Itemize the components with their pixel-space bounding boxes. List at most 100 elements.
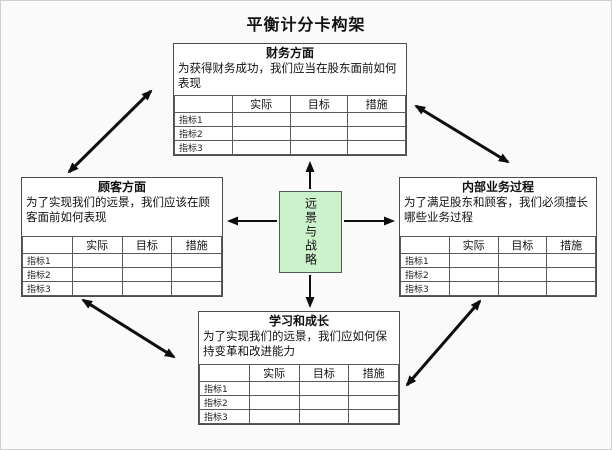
empty-cell — [71, 267, 123, 282]
table-row: 指标1 — [400, 253, 596, 268]
metric-label: 指标2 — [174, 126, 233, 141]
table-header-row: 实际 目标 措施 — [22, 236, 222, 254]
actual-column-header: 实际 — [71, 236, 123, 254]
learning-box-description: 为了实现我们的远景，我们应如何保持变革和改进能力 — [203, 329, 387, 358]
empty-cell — [121, 267, 173, 282]
empty-cell — [289, 126, 349, 141]
metric-label: 指标1 — [174, 112, 233, 127]
metric-label: 指标3 — [400, 281, 450, 296]
empty-cell — [546, 267, 596, 282]
empty-cell — [298, 381, 350, 396]
empty-cell — [298, 409, 350, 424]
empty-cell — [347, 140, 406, 155]
financial-perspective-box: 财务方面 为获得财务成功，我们应当在股东面前如何表现 实际 目标 措施 指标1 … — [173, 43, 407, 156]
measure-column-header: 措施 — [347, 95, 406, 113]
financial-box-description: 为获得财务成功，我们应当在股东面前如何表现 — [178, 61, 397, 90]
empty-cell — [171, 281, 222, 296]
empty-cell — [231, 140, 291, 155]
empty-cell — [347, 112, 406, 127]
table-header-row: 实际 目标 措施 — [174, 95, 406, 113]
table-row: 指标3 — [199, 409, 399, 424]
empty-cell — [289, 140, 349, 155]
table-header-row: 实际 目标 措施 — [199, 364, 399, 382]
learning-growth-box: 学习和成长 为了实现我们的远景，我们应如何保持变革和改进能力 实际 目标 措施 … — [198, 311, 400, 425]
empty-cell — [121, 253, 173, 268]
metric-label: 指标3 — [199, 409, 250, 424]
metric-label: 指标3 — [174, 140, 233, 155]
actual-column-header: 实际 — [248, 364, 300, 382]
metric-label: 指标1 — [22, 253, 73, 268]
empty-cell — [171, 267, 222, 282]
metric-label: 指标1 — [400, 253, 450, 268]
table-row: 指标2 — [22, 267, 222, 282]
empty-cell — [71, 281, 123, 296]
table-header-row: 实际 目标 措施 — [400, 236, 596, 254]
empty-cell — [348, 409, 399, 424]
empty-cell — [347, 126, 406, 141]
actual-column-header: 实际 — [448, 236, 499, 254]
metric-label: 指标2 — [22, 267, 73, 282]
arrow-internal-learning-icon — [405, 299, 482, 387]
table-row: 指标1 — [199, 381, 399, 396]
target-column-header: 目标 — [289, 95, 349, 113]
empty-cell — [448, 253, 499, 268]
empty-cell — [248, 409, 300, 424]
table-row: 指标2 — [174, 126, 406, 141]
vision-strategy-label: 远景与战略 — [303, 197, 318, 267]
learning-metrics-table: 实际 目标 措施 指标1 指标2 指标3 — [199, 364, 399, 424]
table-row: 指标3 — [174, 140, 406, 155]
metric-label: 指标1 — [199, 381, 250, 396]
metric-label: 指标2 — [400, 267, 450, 282]
arrow-financial-customer-icon — [67, 89, 153, 174]
target-column-header: 目标 — [121, 236, 173, 254]
customer-metrics-table: 实际 目标 措施 指标1 指标2 指标3 — [22, 236, 222, 296]
vision-strategy-box: 远景与战略 — [279, 191, 342, 273]
arrow-customer-learning-icon — [81, 298, 176, 359]
metric-column-header — [199, 364, 250, 382]
empty-cell — [497, 253, 548, 268]
empty-cell — [248, 395, 300, 410]
empty-cell — [71, 253, 123, 268]
empty-cell — [448, 281, 499, 296]
empty-cell — [231, 112, 291, 127]
empty-cell — [171, 253, 222, 268]
financial-box-title: 财务方面 — [265, 46, 314, 60]
empty-cell — [348, 381, 399, 396]
empty-cell — [497, 267, 548, 282]
customer-perspective-box: 顾客方面 为了实现我们的远景，我们应该在顾客面前如何表现 实际 目标 措施 指标… — [21, 177, 223, 297]
financial-metrics-table: 实际 目标 措施 指标1 指标2 指标3 — [174, 95, 406, 155]
empty-cell — [248, 381, 300, 396]
target-column-header: 目标 — [497, 236, 548, 254]
internal-box-description: 为了满足股东和顾客，我们必须擅长哪些业务过程 — [404, 195, 588, 224]
learning-box-title: 学习和成长 — [268, 314, 329, 328]
empty-cell — [497, 281, 548, 296]
metric-column-header — [400, 236, 450, 254]
empty-cell — [298, 395, 350, 410]
table-row: 指标1 — [22, 253, 222, 268]
measure-column-header: 措施 — [546, 236, 596, 254]
table-row: 指标2 — [400, 267, 596, 282]
empty-cell — [289, 112, 349, 127]
metric-column-header — [174, 95, 233, 113]
internal-box-title: 内部业务过程 — [461, 180, 534, 194]
table-row: 指标3 — [400, 281, 596, 296]
customer-box-title: 顾客方面 — [97, 180, 146, 194]
table-row: 指标1 — [174, 112, 406, 127]
metric-label: 指标2 — [199, 395, 250, 410]
internal-metrics-table: 实际 目标 措施 指标1 指标2 指标3 — [400, 236, 596, 296]
empty-cell — [121, 281, 173, 296]
internal-process-box: 内部业务过程 为了满足股东和顾客，我们必须擅长哪些业务过程 实际 目标 措施 指… — [399, 177, 597, 297]
empty-cell — [448, 267, 499, 282]
target-column-header: 目标 — [298, 364, 350, 382]
table-row: 指标2 — [199, 395, 399, 410]
table-row: 指标3 — [22, 281, 222, 296]
empty-cell — [546, 281, 596, 296]
empty-cell — [348, 395, 399, 410]
empty-cell — [546, 253, 596, 268]
metric-label: 指标3 — [22, 281, 73, 296]
arrow-financial-internal-icon — [414, 104, 510, 164]
actual-column-header: 实际 — [231, 95, 291, 113]
page-title: 平衡计分卡构架 — [246, 15, 366, 34]
empty-cell — [231, 126, 291, 141]
